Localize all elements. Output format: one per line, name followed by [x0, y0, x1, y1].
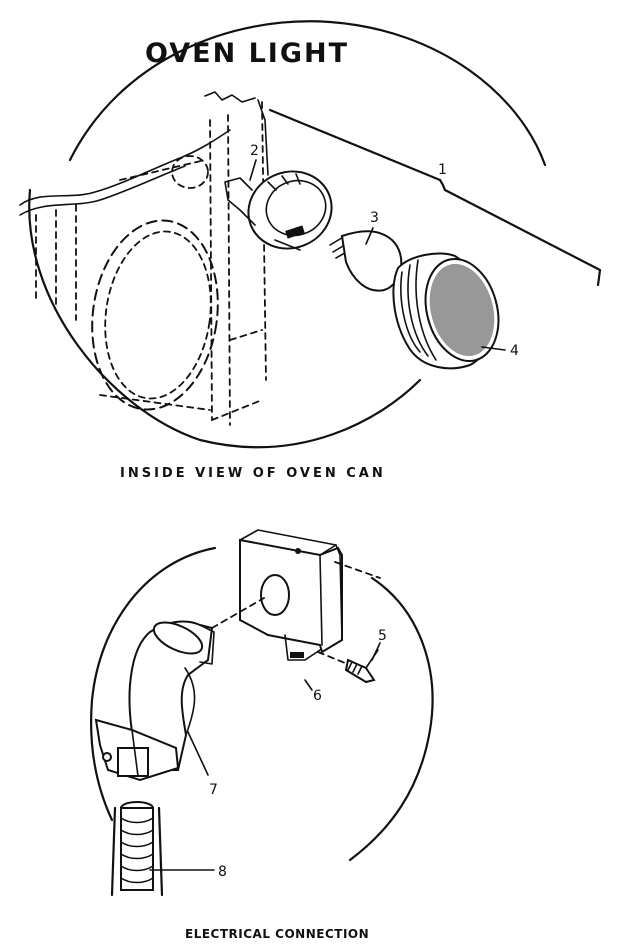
- flex-conduit: [110, 801, 164, 897]
- callout-4: 4: [510, 343, 519, 359]
- top-circle-outline: [68, 20, 547, 167]
- lens-cover: [392, 252, 500, 370]
- oven-can-wall: [19, 91, 269, 426]
- callout-7: 7: [209, 782, 218, 798]
- callout-1: 1: [438, 162, 447, 178]
- top-circle-lower: [28, 188, 422, 449]
- callout-5: 5: [378, 628, 387, 644]
- leader-6: [304, 679, 313, 691]
- leader-3: [365, 227, 374, 245]
- caption-bottom: ELECTRICAL CONNECTION: [185, 927, 369, 941]
- bottom-circle-right: [348, 576, 434, 862]
- caption-top: INSIDE VIEW OF OVEN CAN: [120, 466, 386, 481]
- light-bulb: [329, 230, 403, 292]
- leader-4: [481, 346, 506, 351]
- leader-7: [187, 731, 209, 776]
- callout-6: 6: [313, 688, 322, 704]
- electrical-connection-view: 5 6 7 8 ELECTRICAL CONNECTION: [90, 529, 434, 941]
- callout-8: 8: [218, 864, 227, 880]
- dash-line-a: [211, 597, 265, 629]
- callout-3: 3: [370, 210, 379, 226]
- callout-bracket-1: [268, 108, 602, 287]
- leader-2: [249, 159, 257, 181]
- dash-line-b: [334, 561, 381, 579]
- screw: [344, 649, 379, 684]
- lamp-socket: [224, 170, 333, 251]
- callout-2: 2: [250, 143, 259, 159]
- conduit-elbow: [94, 620, 215, 782]
- mounting-bracket: [239, 529, 343, 661]
- dash-line-c: [317, 651, 351, 666]
- leader-5: [371, 642, 381, 661]
- diagram-title: OVEN LIGHT: [145, 38, 349, 69]
- oven-light-view: OVEN LIGHT: [19, 20, 602, 481]
- bottom-circle-outline: [90, 546, 217, 822]
